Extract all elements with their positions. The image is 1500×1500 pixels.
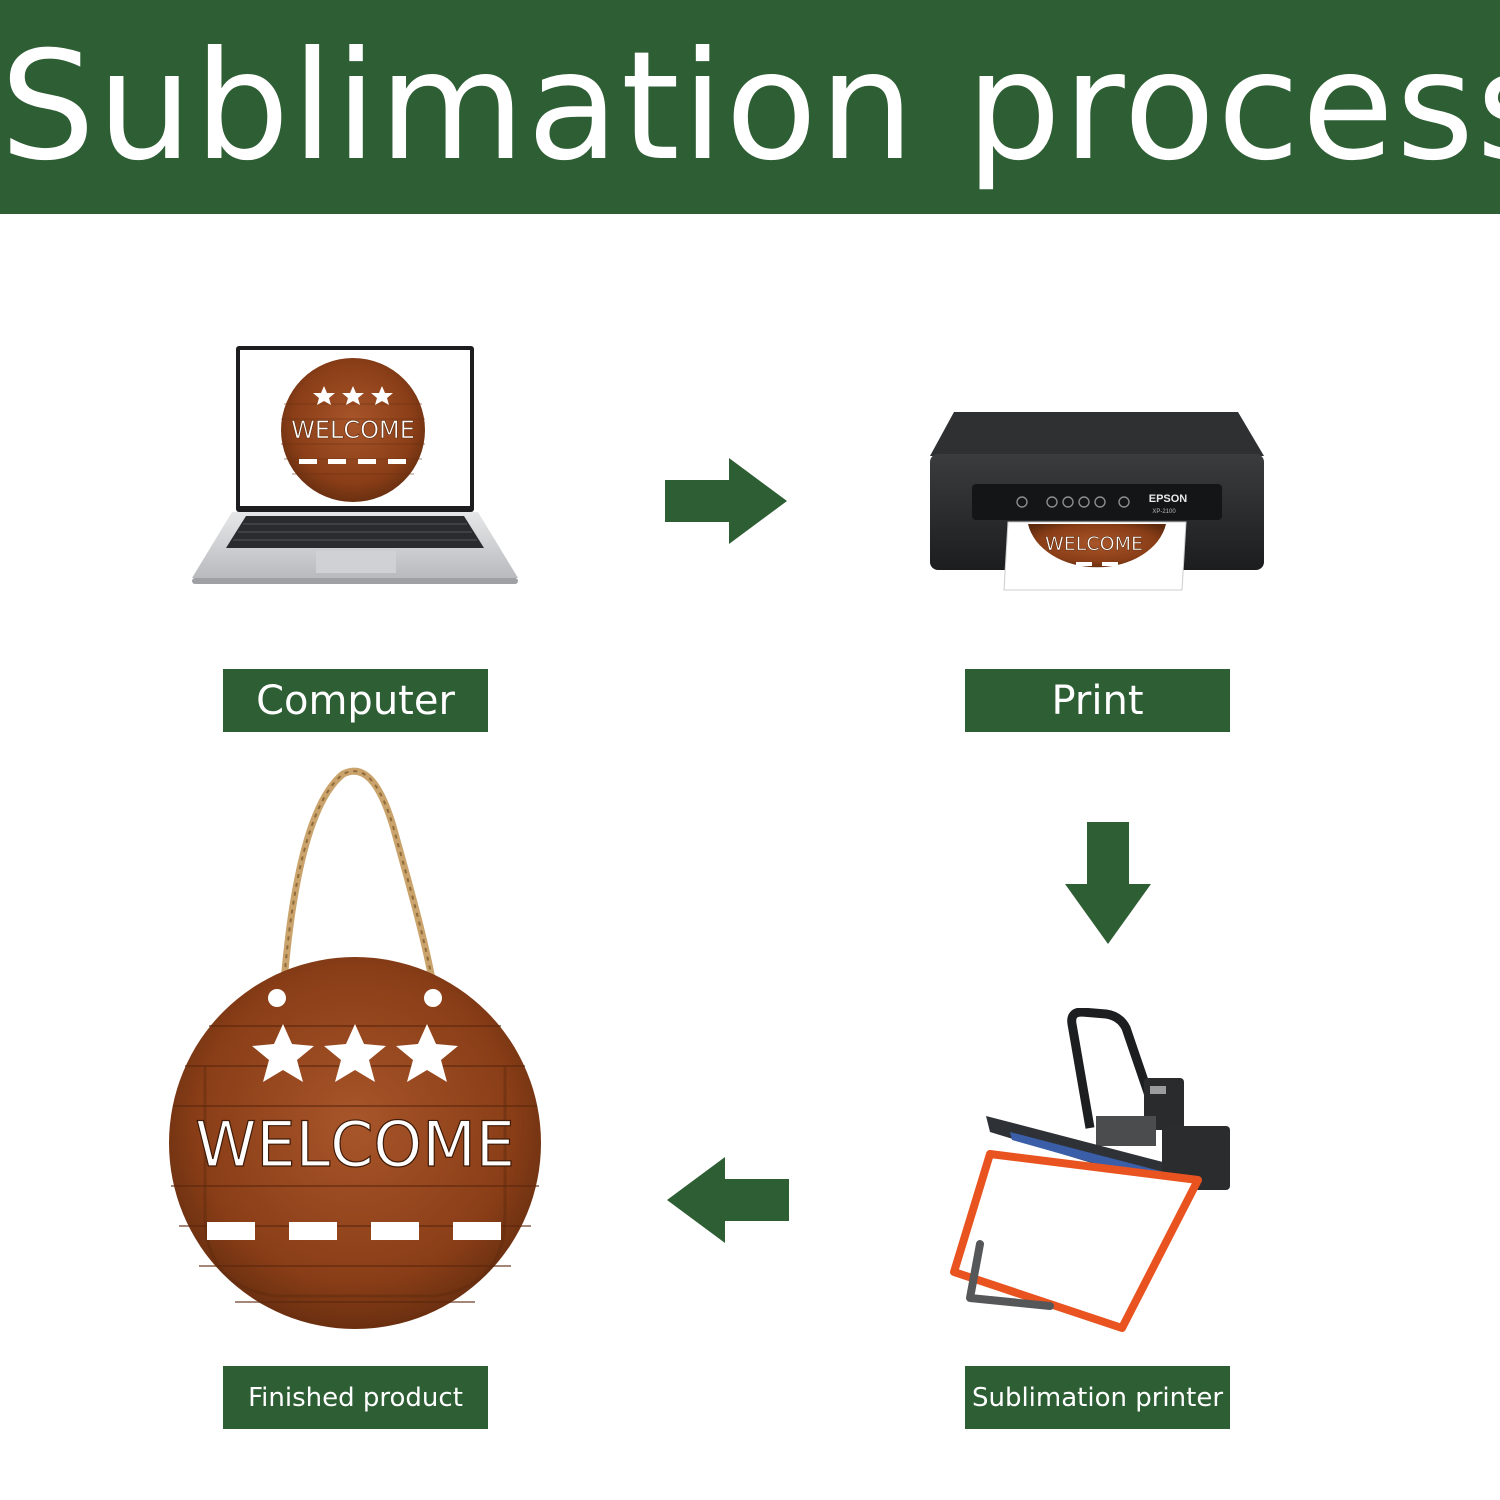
label-print: Print (965, 669, 1230, 732)
laptop-sign-text: WELCOME (291, 416, 415, 444)
printer-buttons (1016, 496, 1130, 508)
page-title: Sublimation process (0, 20, 1500, 194)
label-sublimation-printer: Sublimation printer (965, 1366, 1230, 1429)
arrow-down-icon (1065, 822, 1151, 944)
printer-model: XP-2100 (1152, 509, 1176, 515)
label-finished-product: Finished product (223, 1366, 488, 1429)
label-computer: Computer (223, 669, 488, 732)
printer-brand: EPSON (1149, 493, 1188, 505)
printer-icon: EPSON XP-2100 WELCOME (930, 412, 1264, 591)
star-icons (313, 386, 393, 405)
printer-sign-text: WELCOME (1045, 533, 1143, 555)
arrow-right-icon (665, 458, 787, 544)
star-icons (252, 1024, 458, 1082)
title-banner: Sublimation process (0, 0, 1500, 214)
hanging-sign-icon: WELCOME (169, 767, 541, 1329)
laptop-icon: WELCOME (192, 346, 518, 584)
arrow-left-icon (667, 1157, 789, 1243)
heat-press-icon (950, 1008, 1230, 1332)
finished-sign-text: WELCOME (195, 1108, 515, 1181)
